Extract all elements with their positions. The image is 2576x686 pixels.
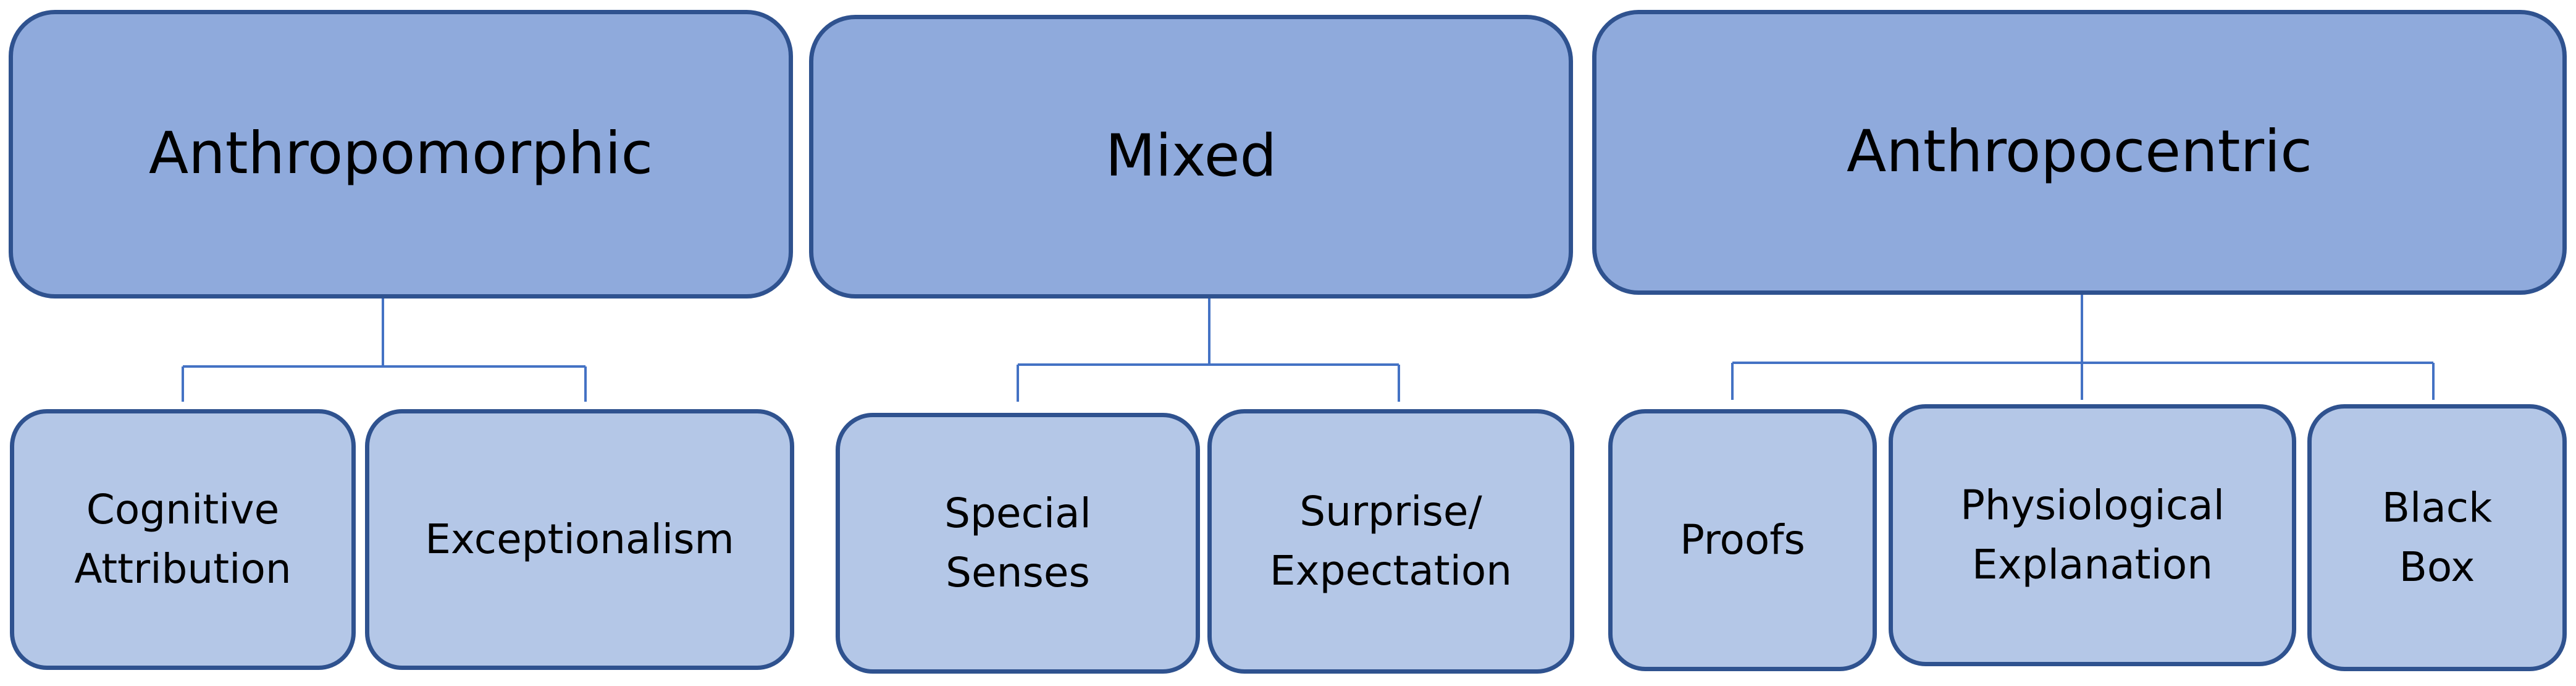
subcategory-label: Surprise/ Expectation xyxy=(1269,488,1512,595)
subcategory-cognitive-attribution: Cognitive Attribution xyxy=(10,409,356,670)
category-anthropocentric: Anthropocentric xyxy=(1592,10,2567,295)
category-label: Anthropocentric xyxy=(1847,118,2312,186)
connector-mixed xyxy=(1017,299,1400,402)
subcategory-label: Physiological Explanation xyxy=(1960,481,2225,588)
subcategory-surprise-expectation: Surprise/ Expectation xyxy=(1207,409,1574,674)
category-anthropomorphic: Anthropomorphic xyxy=(9,10,793,299)
subcategory-label: Exceptionalism xyxy=(425,515,734,564)
category-label: Mixed xyxy=(1105,122,1277,190)
subcategory-proofs: Proofs xyxy=(1608,409,1877,671)
subcategory-label: Special Senses xyxy=(944,489,1091,596)
subcategory-label: Cognitive Attribution xyxy=(74,486,292,593)
subcategory-physiological-explanation: Physiological Explanation xyxy=(1889,404,2296,666)
connector-anthropocentric xyxy=(1731,295,2435,400)
category-mixed: Mixed xyxy=(809,15,1573,299)
subcategory-label: Black Box xyxy=(2381,484,2493,591)
subcategory-label: Proofs xyxy=(1680,516,1805,564)
subcategory-special-senses: Special Senses xyxy=(836,413,1200,674)
subcategory-exceptionalism: Exceptionalism xyxy=(365,409,794,670)
category-label: Anthropomorphic xyxy=(148,120,653,188)
subcategory-black-box: Black Box xyxy=(2307,404,2567,671)
connector-anthropomorphic xyxy=(182,299,587,402)
